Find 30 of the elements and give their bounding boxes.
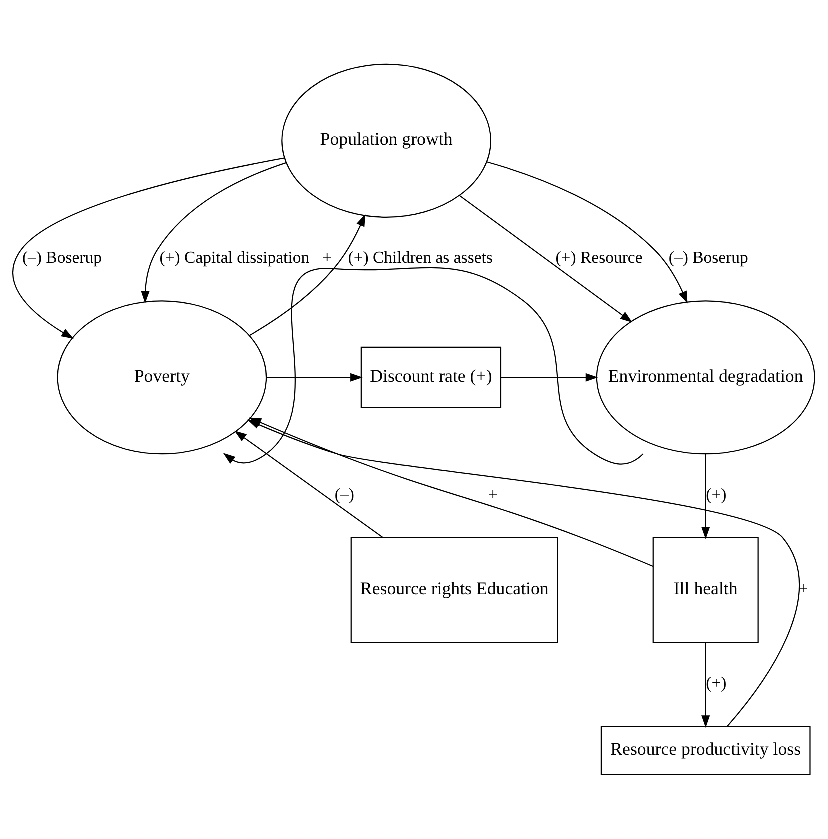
arrow [141, 162, 287, 304]
arrow [249, 214, 366, 336]
edge-label: (–) [334, 484, 354, 504]
arrow [247, 420, 800, 727]
node-ellipse: Environmental degradation [596, 300, 816, 455]
arrow [459, 195, 633, 323]
node-ellipse: Population growth [282, 64, 492, 218]
edge-label: + [488, 484, 498, 504]
edge-label: + [322, 248, 332, 268]
edge-label: (–) Boserup [668, 248, 748, 268]
arrow [234, 430, 384, 538]
edge-label: (+) Children as assets [348, 248, 493, 268]
edge-label: (+) Capital dissipation [160, 248, 310, 268]
arrow [702, 643, 710, 728]
edge-label: (+) [706, 484, 727, 504]
node-box: Resource productivity loss [600, 726, 811, 776]
node-box: Discount rate (+) [360, 346, 502, 408]
arrow [223, 267, 644, 465]
arrow [12, 158, 285, 339]
arrow [501, 373, 598, 382]
node-ellipse: Poverty [57, 300, 268, 455]
arrow [702, 454, 710, 540]
arrow [266, 373, 363, 382]
node-box: Ill health [652, 537, 759, 644]
node-box: Resource rights Education [350, 537, 558, 644]
arrow [486, 162, 688, 304]
edge-label: (+) Resource [556, 248, 643, 268]
edge-label: (+) [706, 674, 727, 693]
edge-label: + [798, 579, 808, 598]
edge-label: (–) Boserup [22, 248, 102, 268]
